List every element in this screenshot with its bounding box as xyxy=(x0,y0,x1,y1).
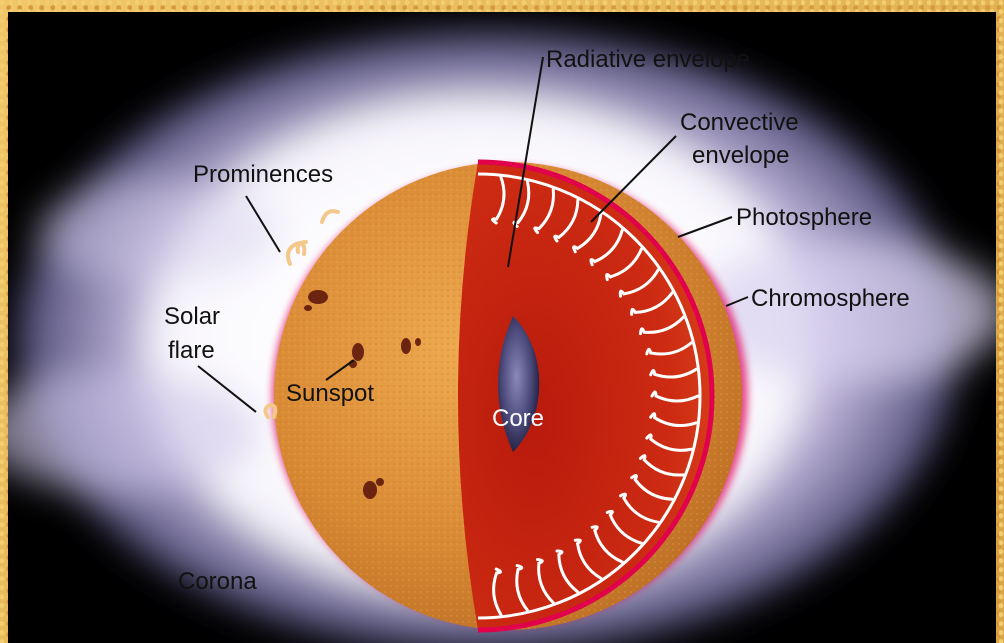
label-prominences: Prominences xyxy=(193,161,333,188)
label-convective-envelope-1: Convective xyxy=(680,109,799,136)
sun-illustration: Radiative envelope Convective envelope P… xyxy=(8,12,996,643)
label-corona: Corona xyxy=(178,568,257,595)
label-core: Core xyxy=(492,405,544,432)
label-chromosphere: Chromosphere xyxy=(751,285,910,312)
label-radiative-envelope: Radiative envelope xyxy=(546,46,750,73)
label-solar-flare-1: Solar xyxy=(164,303,220,330)
label-sunspot: Sunspot xyxy=(286,380,374,407)
sun-structure-diagram: Radiative envelope Convective envelope P… xyxy=(8,12,996,643)
label-solar-flare-2: flare xyxy=(168,337,215,364)
label-photosphere: Photosphere xyxy=(736,204,872,231)
label-convective-envelope-2: envelope xyxy=(692,142,789,169)
